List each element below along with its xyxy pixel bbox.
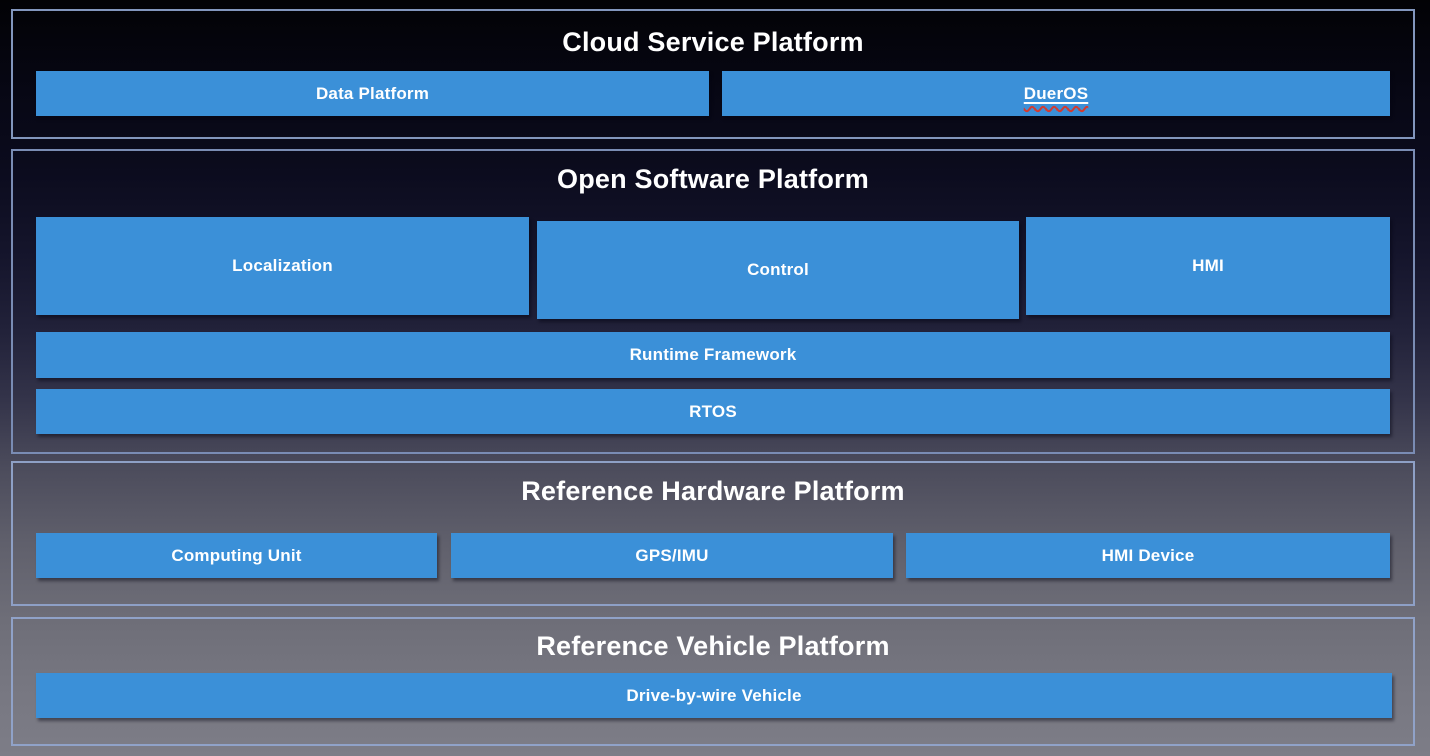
control-box: Control: [537, 221, 1019, 319]
section-reference-hardware-platform: Reference Hardware Platform Computing Un…: [11, 461, 1415, 606]
localization-label: Localization: [232, 256, 333, 275]
data-platform-box: Data Platform: [36, 71, 709, 116]
computing-unit-label: Computing Unit: [171, 545, 302, 565]
hmi-label: HMI: [1192, 256, 1224, 275]
section-cloud-service-platform: Cloud Service Platform Data Platform Due…: [11, 9, 1415, 139]
runtime-framework-box: Runtime Framework: [36, 332, 1390, 378]
cloud-service-platform-title: Cloud Service Platform: [562, 27, 864, 57]
gps-imu-label: GPS/IMU: [635, 545, 709, 565]
hmi-device-box: HMI Device: [906, 533, 1390, 578]
open-software-platform-title: Open Software Platform: [557, 164, 869, 194]
dueros-box: DuerOS: [722, 71, 1390, 116]
reference-hardware-platform-title: Reference Hardware Platform: [521, 476, 905, 506]
hmi-device-label: HMI Device: [1101, 545, 1195, 565]
gps-imu-box: GPS/IMU: [451, 533, 893, 578]
control-label: Control: [747, 260, 809, 279]
data-platform-label: Data Platform: [315, 83, 430, 103]
drive-by-wire-vehicle-label: Drive-by-wire Vehicle: [626, 685, 802, 705]
section-reference-vehicle-platform: Reference Vehicle Platform Drive-by-wire…: [11, 617, 1415, 746]
rtos-box: RTOS: [36, 389, 1390, 434]
reference-vehicle-platform-title: Reference Vehicle Platform: [536, 631, 890, 661]
rtos-label: RTOS: [689, 401, 737, 421]
localization-box: Localization: [36, 217, 529, 315]
section-open-software-platform: Open Software Platform Localization Cont…: [11, 149, 1415, 454]
dueros-spellcheck-underline: DuerOS: [1024, 84, 1089, 104]
hmi-box: HMI: [1026, 217, 1390, 315]
runtime-framework-label: Runtime Framework: [629, 345, 797, 364]
drive-by-wire-vehicle-box: Drive-by-wire Vehicle: [36, 673, 1392, 718]
dueros-label: DuerOS: [1023, 83, 1089, 103]
computing-unit-box: Computing Unit: [36, 533, 437, 578]
